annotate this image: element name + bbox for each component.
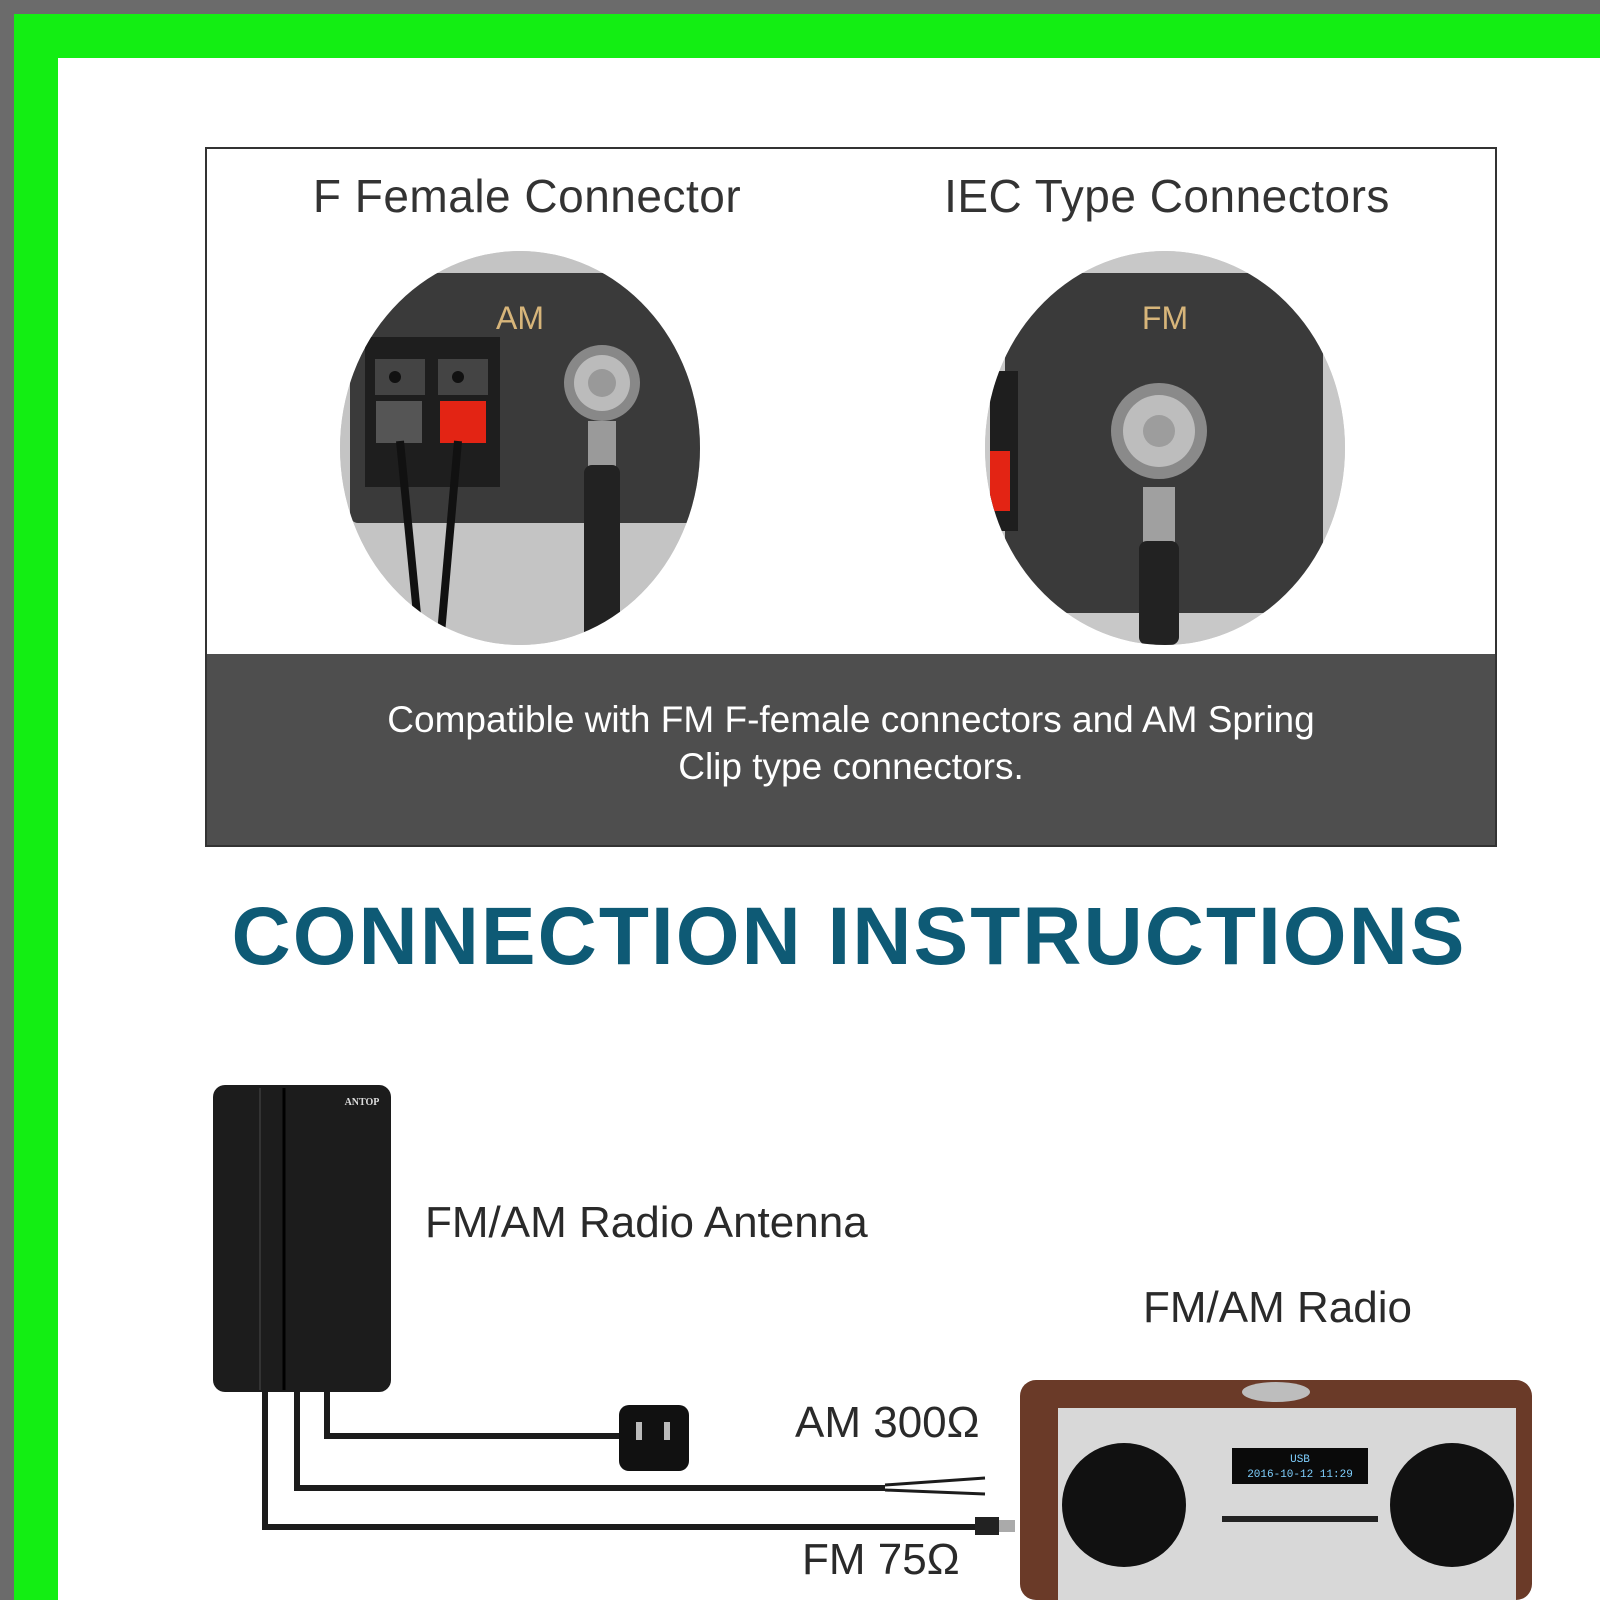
am-connector-photo: AM	[340, 251, 700, 645]
radio-display-line-2: 2016-10-12 11:29	[1247, 1469, 1353, 1481]
radio-icon: USB 2016-10-12 11:29	[1020, 1380, 1532, 1600]
fm-impedance-label: FM 75Ω	[802, 1535, 960, 1584]
antenna-label: FM/AM Radio Antenna	[425, 1198, 868, 1247]
power-wire	[324, 1392, 620, 1439]
radio-label: FM/AM Radio	[1143, 1283, 1412, 1332]
antenna-brand-logo: ANTOP	[345, 1097, 380, 1108]
banner-line-1: Compatible with FM F-female connectors a…	[387, 699, 1315, 740]
antenna-icon: ANTOP	[213, 1085, 391, 1392]
am-wire	[294, 1392, 885, 1491]
radio-display-line-1: USB	[1290, 1454, 1310, 1466]
compatibility-banner: Compatible with FM F-female connectors a…	[207, 654, 1495, 845]
power-adapter-icon	[619, 1405, 689, 1471]
connector-panel: F Female Connector IEC Type Connectors A…	[205, 147, 1497, 847]
am-port-label: AM	[496, 300, 544, 336]
fm-plug	[975, 1517, 999, 1535]
fm-connector-photo: FM	[985, 251, 1345, 645]
iec-connector-title: IEC Type Connectors	[944, 170, 1390, 222]
f-female-connector-title: F Female Connector	[312, 170, 742, 222]
am-impedance-label: AM 300Ω	[795, 1398, 980, 1447]
connection-instructions-heading: CONNECTION INSTRUCTIONS	[231, 891, 1467, 982]
banner-line-2: Clip type connectors.	[678, 746, 1024, 787]
fm-port-label: FM	[1142, 300, 1188, 336]
fm-wire	[262, 1392, 975, 1530]
